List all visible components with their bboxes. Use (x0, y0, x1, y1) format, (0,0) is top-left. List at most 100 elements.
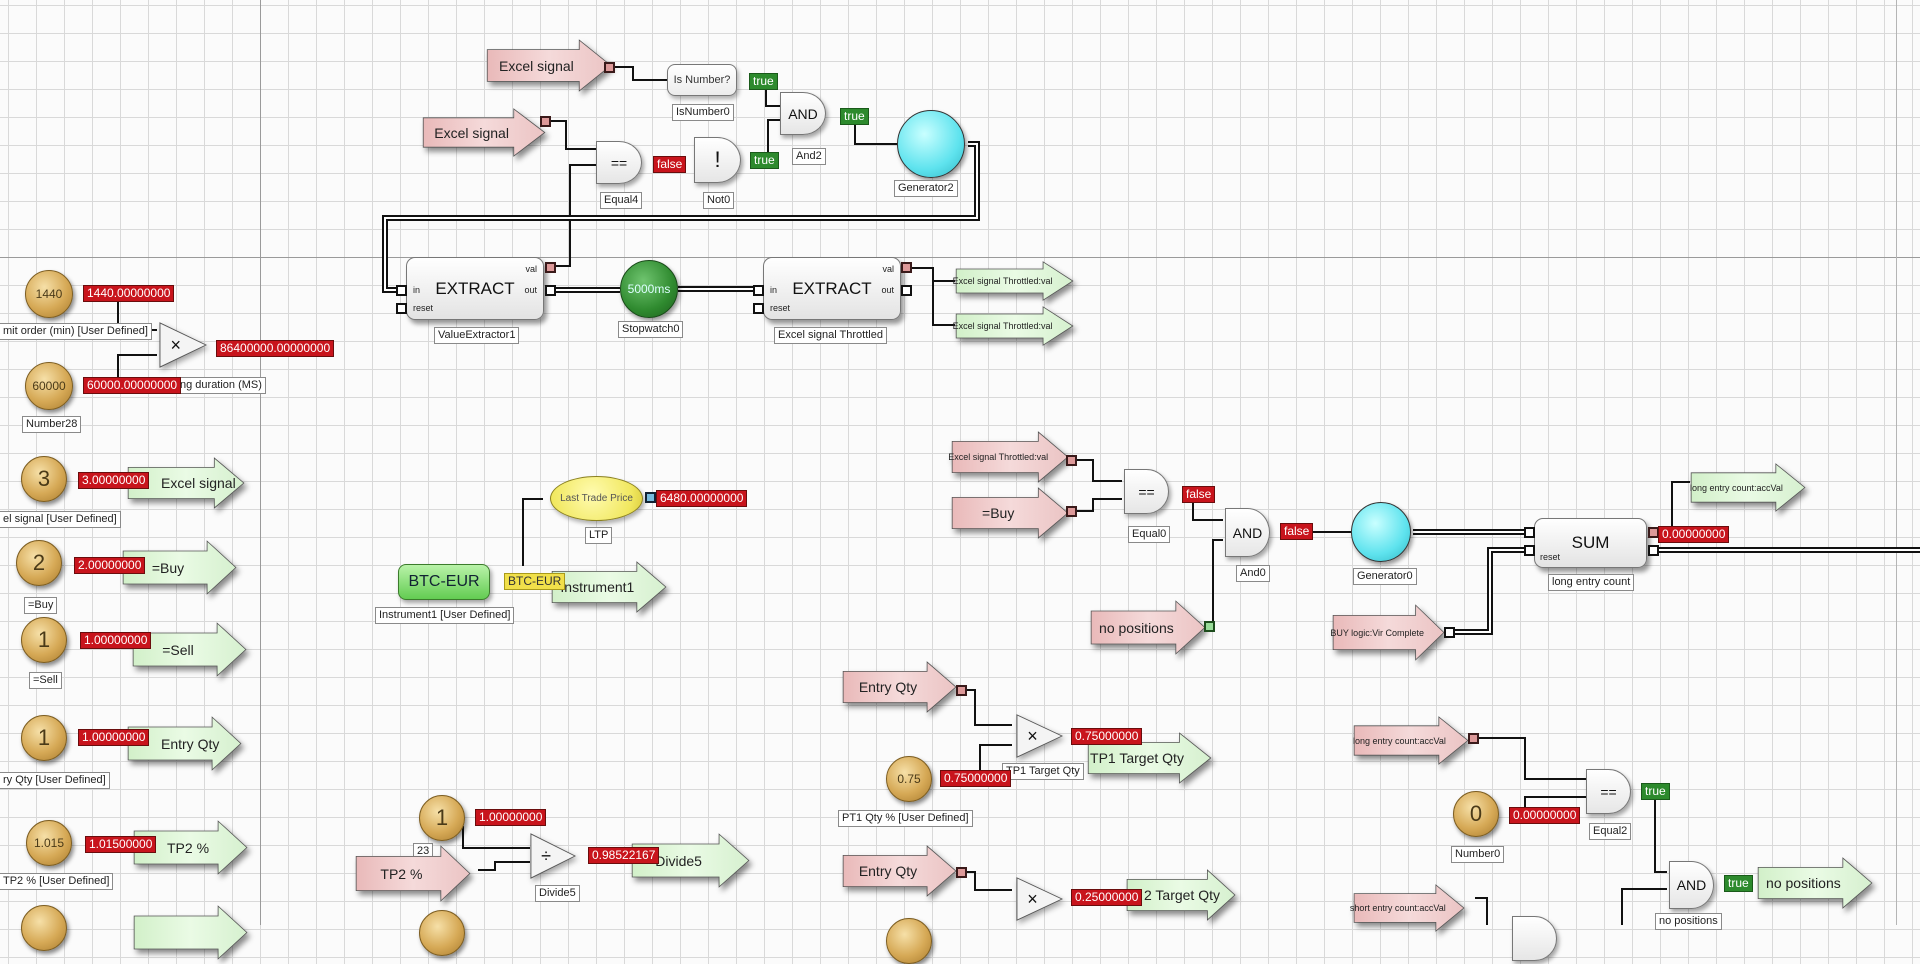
number-node[interactable]: 1 (21, 715, 67, 761)
excel-signal-input-node[interactable]: Excel signal (422, 108, 546, 157)
buy-input-node[interactable]: =Buy (951, 487, 1069, 539)
equal-gate[interactable]: == (1124, 469, 1169, 514)
and-gate[interactable]: AND (1225, 508, 1270, 557)
number-node[interactable]: 0 (1453, 791, 1499, 837)
equal-gate[interactable]: == (596, 141, 642, 184)
input-port[interactable] (645, 492, 656, 503)
number-node[interactable]: 60000 (25, 362, 73, 410)
sell-output-node[interactable]: =Sell (132, 622, 247, 677)
accval-output-node[interactable]: long entry count:accVal (1690, 463, 1806, 512)
number-node[interactable]: 2 (16, 540, 62, 586)
number-node[interactable]: 1 (419, 795, 465, 841)
output-port[interactable] (901, 262, 912, 273)
input-port[interactable] (396, 285, 407, 296)
node-text: 2 Target Qty (1143, 887, 1220, 903)
is-number-node[interactable]: Is Number? (667, 64, 737, 96)
throttled-val-output-node[interactable]: Excel signal Throttled:val (952, 306, 1074, 346)
output-port[interactable] (1066, 506, 1077, 517)
value-readout: 1.01500000 (85, 836, 157, 853)
extract-throttled-node[interactable]: EXTRACT in reset val out (763, 257, 901, 320)
reset-port[interactable] (1524, 545, 1535, 556)
node-label: Equal2 (1589, 823, 1632, 840)
output-port[interactable] (1444, 627, 1455, 638)
buy-output-node[interactable]: =Buy (122, 540, 237, 595)
accval-input-node[interactable]: long entry count:accVal (1353, 716, 1469, 765)
output-port[interactable] (604, 62, 615, 73)
value-extractor-node[interactable]: EXTRACT in reset val out (406, 257, 544, 320)
value-readout: 1.00000000 (475, 809, 547, 826)
input-port[interactable] (1524, 527, 1535, 538)
multiply-node[interactable]: × (1016, 877, 1063, 921)
short-accval-input-node[interactable]: short entry count:accVal (1350, 884, 1465, 932)
output-port[interactable] (1648, 545, 1659, 556)
node-text: no positions (1099, 619, 1174, 636)
output-port[interactable] (901, 285, 912, 296)
arrow-shape (486, 39, 612, 92)
and-gate[interactable]: AND (780, 92, 826, 135)
sum-node[interactable]: SUM reset (1534, 518, 1647, 568)
multiply-node[interactable]: × (1016, 714, 1063, 758)
stopwatch-node[interactable]: 5000ms (620, 260, 678, 318)
no-positions-output-node[interactable]: no positions (1757, 857, 1873, 909)
node-text: Instrument1 (560, 579, 635, 595)
no-positions-input-node[interactable]: no positions (1090, 600, 1206, 655)
output-port[interactable] (545, 285, 556, 296)
node-label: Not0 (703, 192, 735, 209)
excel-signal-input-node[interactable]: Excel signal (486, 39, 612, 92)
output-port[interactable] (956, 867, 967, 878)
wire (1671, 481, 1690, 527)
excel-signal-output-node[interactable]: Excel signal (127, 457, 245, 509)
output-node[interactable] (133, 905, 248, 960)
arrow-shape (955, 306, 1074, 346)
tp2-output-node[interactable]: TP2 % (133, 820, 248, 875)
number-node[interactable]: 0.75 (886, 756, 932, 802)
generator-node[interactable] (897, 110, 965, 178)
node-label: LTP (585, 527, 613, 544)
output-port[interactable] (1468, 733, 1479, 744)
number-node[interactable] (21, 905, 67, 951)
throttled-val-input-node[interactable]: Excel signal Throttled:val (948, 431, 1069, 483)
number-node[interactable]: 1.015 (26, 820, 72, 866)
node-text: Excel signal Throttled:val (952, 321, 1053, 331)
instrument-output-node[interactable]: Instrument1 (551, 561, 667, 613)
entry-qty-input-node[interactable]: Entry Qty (842, 661, 957, 713)
node-label: ValueExtractor1 (434, 327, 520, 344)
value-readout: 1.00000000 (80, 632, 152, 649)
not-gate[interactable]: ! (694, 137, 741, 183)
number-node[interactable]: 1440 (25, 270, 73, 318)
divide-output-node[interactable]: Divide5 (631, 833, 750, 888)
number-node[interactable] (419, 910, 465, 956)
output-port[interactable] (540, 116, 551, 127)
tp1-target-output-node[interactable]: TP1 Target Qty (1087, 732, 1212, 784)
entry-qty-input-node[interactable]: Entry Qty (842, 845, 957, 897)
instrument-node[interactable]: BTC-EUR (398, 564, 490, 600)
reset-port[interactable] (753, 303, 764, 314)
wire (522, 498, 543, 566)
output-value-true: true (749, 73, 778, 90)
output-port[interactable] (1066, 455, 1077, 466)
multiply-node[interactable]: × (159, 322, 207, 368)
output-port[interactable] (1204, 621, 1215, 632)
output-port[interactable] (545, 262, 556, 273)
node-text: SUM (1571, 533, 1610, 552)
tp2-target-output-node[interactable]: 2 Target Qty (1126, 869, 1236, 921)
reset-port[interactable] (396, 303, 407, 314)
generator-node[interactable] (1351, 502, 1411, 562)
wire (1073, 459, 1122, 512)
node-label: Equal0 (1128, 526, 1171, 543)
and-gate[interactable]: AND (1669, 861, 1714, 909)
number-node[interactable]: 1 (21, 617, 67, 663)
number-node[interactable]: 3 (21, 456, 67, 502)
input-port[interactable] (753, 285, 764, 296)
divide-node[interactable]: ÷ (530, 833, 576, 879)
output-port[interactable] (956, 685, 967, 696)
last-trade-price-node[interactable]: Last Trade Price (550, 476, 643, 521)
throttled-val-output-node[interactable]: Excel signal Throttled:val (953, 261, 1074, 301)
tp2-input-node[interactable]: TP2 % (355, 845, 471, 902)
equal-gate[interactable] (1512, 916, 1557, 961)
entry-qty-output-node[interactable]: Entry Qty (127, 716, 242, 771)
buy-complete-input-node[interactable]: BUY logic:Vir Complete (1330, 604, 1445, 661)
port-label: reset (1540, 552, 1561, 562)
node-label: =Buy (24, 597, 58, 614)
equal-gate[interactable]: == (1586, 769, 1631, 814)
